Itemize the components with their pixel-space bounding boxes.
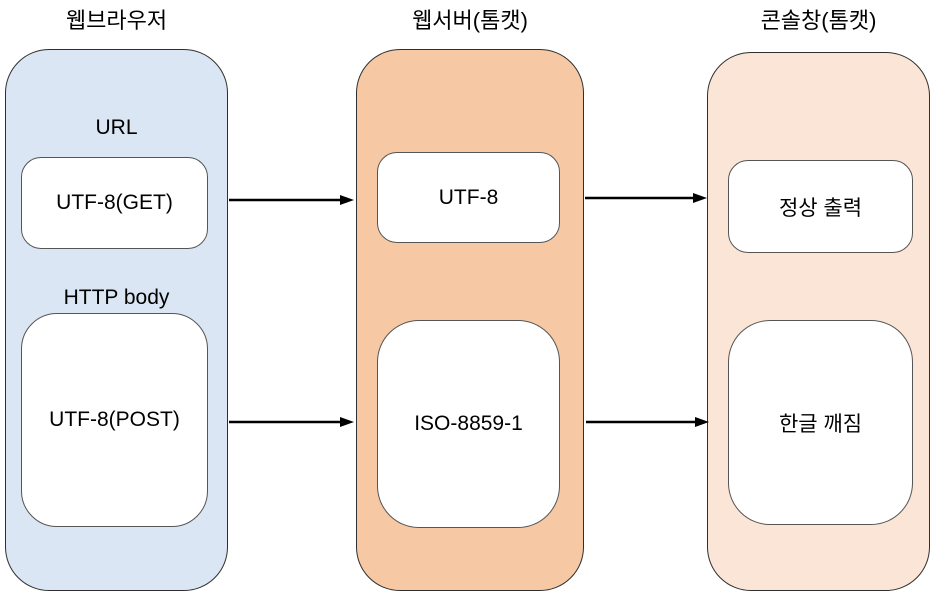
server-post-encoding-text: ISO-8859-1 bbox=[414, 412, 523, 435]
console-normal-output-box: 정상 출력 bbox=[728, 160, 913, 253]
server-get-encoding-box: UTF-8 bbox=[377, 152, 560, 243]
arrow-server-to-console-post-icon bbox=[586, 417, 709, 427]
arrow-browser-to-server-get-icon bbox=[229, 195, 354, 205]
http-body-section-label: HTTP body bbox=[63, 286, 170, 309]
browser-post-encoding-text: UTF-8(POST) bbox=[49, 408, 180, 431]
browser-post-encoding-box: UTF-8(POST) bbox=[21, 313, 208, 527]
arrow-browser-to-server-post-icon bbox=[229, 417, 354, 427]
console-column-title: 콘솔창(톰캣) bbox=[760, 8, 877, 33]
server-get-encoding-text: UTF-8 bbox=[438, 185, 499, 209]
browser-column-title: 웹브라우저 bbox=[65, 8, 168, 33]
browser-get-encoding-box: UTF-8(GET) bbox=[21, 157, 208, 249]
console-broken-output-text: 한글 깨짐 bbox=[778, 412, 863, 436]
console-broken-output-box: 한글 깨짐 bbox=[728, 320, 913, 525]
url-section-label: URL bbox=[95, 116, 138, 139]
arrow-server-to-console-get-icon bbox=[585, 193, 707, 203]
server-column-title: 웹서버(톰캣) bbox=[412, 8, 528, 33]
server-post-encoding-box: ISO-8859-1 bbox=[377, 320, 560, 528]
console-normal-output-text: 정상 출력 bbox=[778, 196, 863, 220]
browser-get-encoding-text: UTF-8(GET) bbox=[56, 191, 173, 214]
